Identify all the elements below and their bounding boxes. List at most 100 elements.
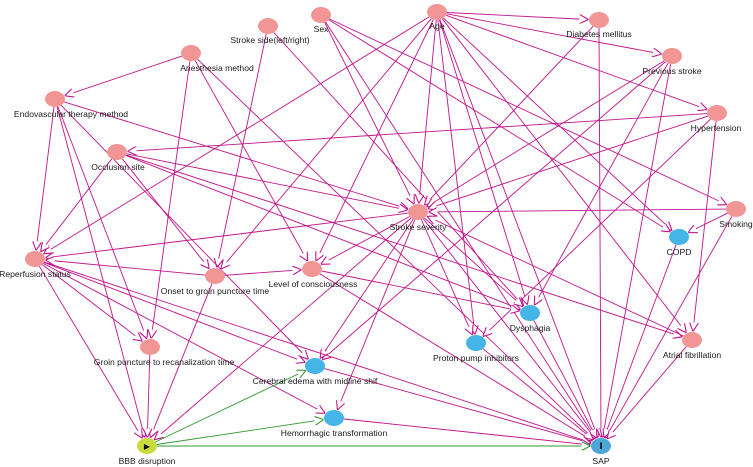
label-sex: Sex <box>314 24 330 34</box>
edge-hemorrhagic-to-sap <box>343 418 590 445</box>
edge-reperfusion-to-bbb <box>38 265 142 438</box>
label-stroke_side: Stroke side(left/right) <box>230 35 309 45</box>
edge-layer <box>36 12 733 447</box>
label-reperfusion: Reperfusion status <box>0 269 71 279</box>
edge-age-to-copd <box>443 17 672 230</box>
label-dysphagia: Dysphagia <box>510 323 551 333</box>
edge-afib-to-stroke_severity <box>428 217 684 337</box>
edge-endovascular-to-bbb <box>56 106 145 437</box>
label-copd: COPD <box>667 247 692 257</box>
label-occlusion: Occlusion site <box>91 162 145 172</box>
edge-groin-to-bbb <box>147 354 150 437</box>
node-hemorrhagic[interactable] <box>324 410 344 426</box>
label-onset: Onset to groin puncture time <box>161 286 270 296</box>
edge-stroke_severity-to-bbb <box>155 217 412 440</box>
label-age: Age <box>429 21 445 31</box>
edge-diabetes-to-stroke_severity <box>425 26 594 205</box>
edge-previous_stroke-to-edema <box>323 61 666 360</box>
edge-onset-to-consciousness <box>224 270 301 276</box>
label-previous_stroke: Previous stroke <box>642 66 701 76</box>
edge-age-to-sap <box>439 19 598 438</box>
edge-stroke_severity-to-sap <box>422 218 595 439</box>
edge-sex-to-stroke_severity <box>324 22 414 203</box>
edge-age-to-previous_stroke <box>446 13 662 54</box>
edge-sex-to-smoking <box>329 18 727 205</box>
edge-ppi-to-sap <box>482 348 593 440</box>
edge-age-to-afib <box>441 18 686 333</box>
label-ppi: Proton pump inhibitors <box>433 353 519 363</box>
edge-smoking-to-stroke_severity <box>429 209 727 212</box>
label-endovascular: Endovascular therapy method <box>14 109 128 119</box>
edge-age-to-dysphagia <box>438 19 527 305</box>
node-copd[interactable] <box>669 229 689 245</box>
edge-endovascular-to-reperfusion <box>36 106 55 250</box>
node-stroke_severity[interactable] <box>408 204 428 220</box>
node-ppi[interactable] <box>466 335 486 351</box>
edge-hypertension-to-occlusion <box>128 113 708 152</box>
edge-onset-to-reperfusion <box>46 260 206 276</box>
edge-endovascular-to-groin <box>57 106 147 339</box>
edge-hypertension-to-stroke_severity <box>428 115 708 209</box>
edge-stroke_severity-to-edema <box>320 218 414 358</box>
edge-occlusion-to-reperfusion <box>41 158 113 252</box>
label-sap: SAP <box>592 456 609 466</box>
label-bbb: BBB disruption <box>119 456 176 466</box>
edge-edema-to-sap <box>324 368 590 444</box>
node-diabetes[interactable] <box>589 12 609 28</box>
label-hypertension: Hypertension <box>691 123 742 133</box>
node-afib[interactable] <box>682 332 702 348</box>
exposure-icon: ▶ <box>144 442 151 451</box>
node-stroke_side[interactable] <box>258 18 278 34</box>
node-anesthesia[interactable] <box>181 45 201 61</box>
edge-occlusion-to-onset <box>121 158 209 269</box>
edge-sex-to-sap <box>325 21 596 438</box>
node-age[interactable] <box>427 4 447 20</box>
edge-hypertension-to-ppi <box>483 118 711 336</box>
label-hemorrhagic: Hemorrhagic transformation <box>281 428 388 438</box>
node-previous_stroke[interactable] <box>662 48 682 64</box>
node-endovascular[interactable] <box>45 91 65 107</box>
edge-age-to-ppi <box>437 19 475 334</box>
node-edema[interactable] <box>305 358 325 374</box>
edge-dysphagia-to-sap <box>533 320 597 437</box>
label-edema: Cerebral edema with midline shif <box>253 376 378 386</box>
node-hypertension[interactable] <box>707 105 727 121</box>
edge-stroke_severity-to-dysphagia <box>424 217 523 306</box>
edge-consciousness-to-dysphagia <box>321 270 520 311</box>
label-smoking: Smoking <box>719 219 753 229</box>
edge-afib-to-sap <box>607 346 687 439</box>
edge-stroke_severity-to-reperfusion <box>46 212 409 258</box>
edge-anesthesia-to-groin <box>151 60 191 338</box>
edge-age-to-reperfusion <box>44 16 430 254</box>
label-consciousness: Level of consciousness <box>269 279 358 289</box>
node-dysphagia[interactable] <box>520 305 540 321</box>
node-sap[interactable] <box>591 438 611 454</box>
edge-bbb-to-edema <box>155 371 306 443</box>
edge-occlusion-to-stroke_severity <box>126 153 408 210</box>
edge-diabetes-to-sap <box>599 27 601 437</box>
edge-stroke_severity-to-consciousness <box>321 216 410 265</box>
edge-age-to-onset <box>221 18 432 269</box>
edge-previous_stroke-to-dysphagia <box>535 63 669 304</box>
node-reperfusion[interactable] <box>25 251 45 267</box>
edge-onset-to-bbb <box>150 283 213 438</box>
edge-age-to-hypertension <box>445 14 707 109</box>
edge-smoking-to-copd <box>688 212 728 232</box>
edge-smoking-to-sap <box>606 216 733 437</box>
node-sex[interactable] <box>311 7 331 23</box>
node-bbb[interactable] <box>137 438 157 454</box>
edge-endovascular-to-stroke_severity <box>64 101 407 209</box>
edge-reperfusion-to-edema <box>43 261 305 362</box>
node-groin[interactable] <box>140 339 160 355</box>
outcome-icon: I <box>599 442 602 452</box>
node-smoking[interactable] <box>726 201 746 217</box>
edge-age-to-diabetes <box>446 12 588 20</box>
edge-stroke_side-to-dysphagia <box>273 32 524 306</box>
node-occlusion[interactable] <box>107 144 127 160</box>
node-onset[interactable] <box>205 268 225 284</box>
edge-stroke_severity-to-ppi <box>420 219 472 335</box>
node-consciousness[interactable] <box>302 261 322 277</box>
